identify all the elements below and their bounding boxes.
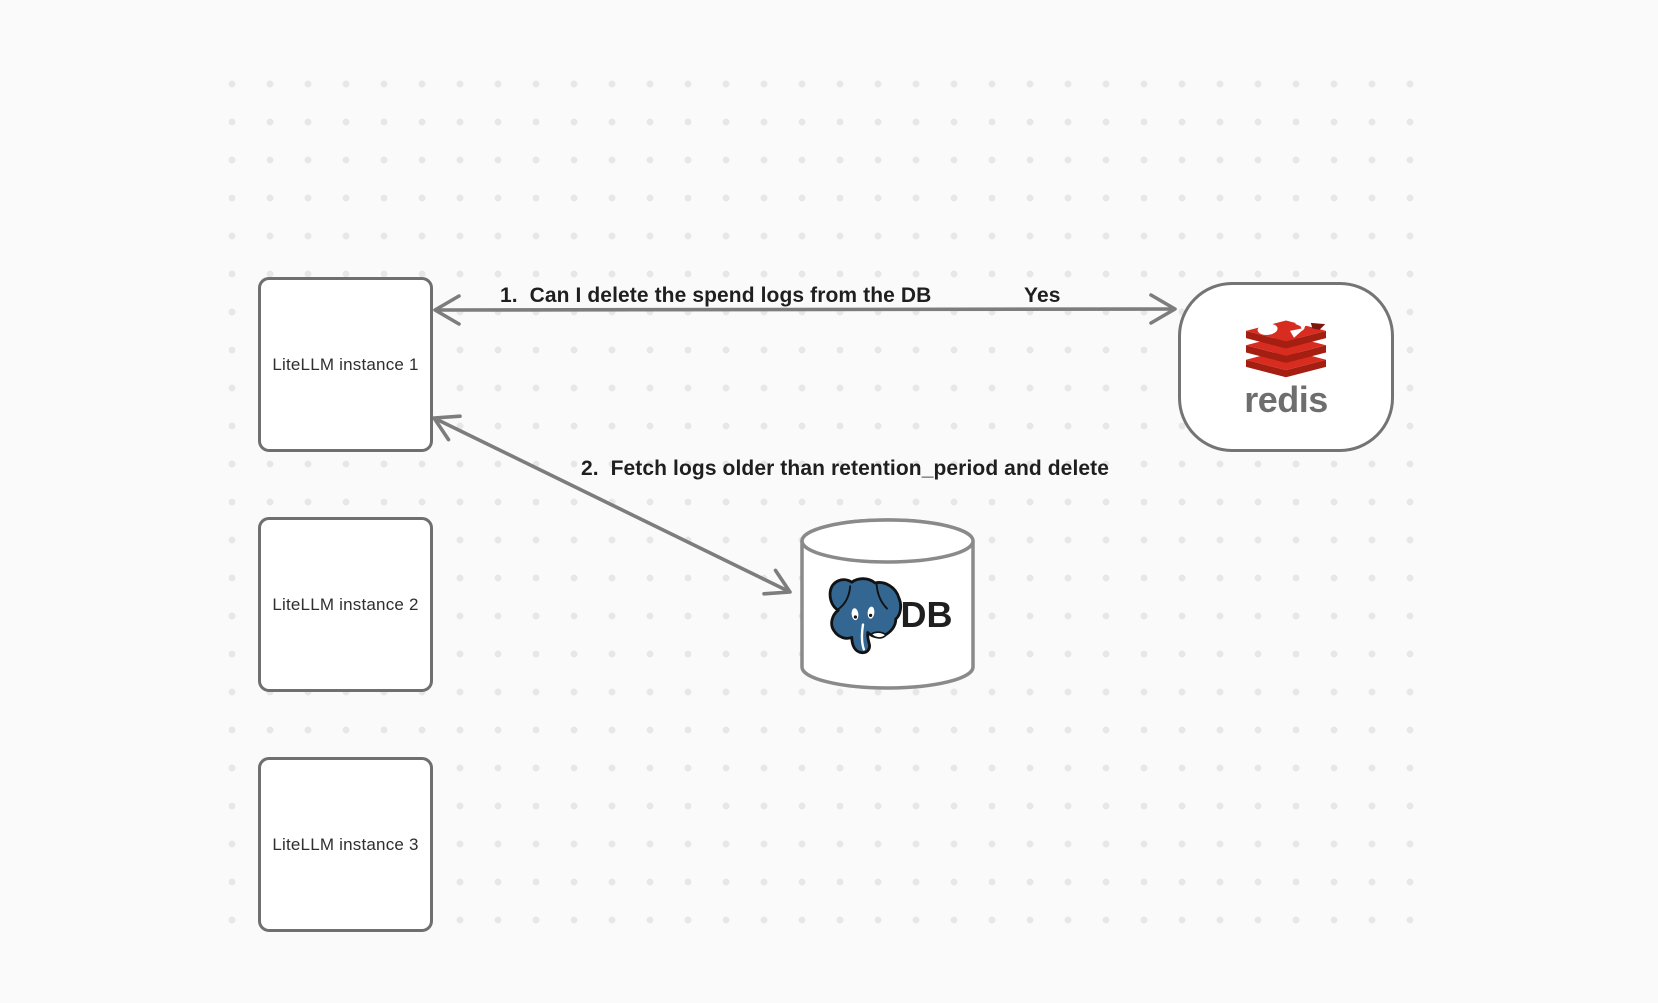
postgresql-elephant-icon [828, 577, 902, 655]
edge1-answer-label: Yes [1024, 284, 1061, 307]
node-litellm-instance-3[interactable]: LiteLLM instance 3 [258, 757, 433, 932]
node-litellm-instance-2[interactable]: LiteLLM instance 2 [258, 517, 433, 692]
node-label: LiteLLM instance 1 [272, 354, 419, 374]
edge1-question-label: 1. Can I delete the spend logs from the … [500, 284, 932, 307]
redis-logo-icon [1246, 316, 1326, 377]
edge2-label: 2. Fetch logs older than retention_perio… [581, 457, 1110, 480]
arrow-instance1-db[interactable] [432, 414, 792, 596]
node-redis[interactable]: redis [1178, 282, 1394, 452]
arrow-instance1-redis[interactable] [433, 293, 1177, 326]
node-label: LiteLLM instance 2 [272, 594, 419, 614]
redis-wordmark: redis [1244, 378, 1328, 420]
node-litellm-instance-1[interactable]: LiteLLM instance 1 [258, 277, 433, 452]
db-label: DB [900, 594, 953, 635]
db-node-content: DB [798, 560, 977, 670]
node-label: LiteLLM instance 3 [272, 834, 419, 854]
